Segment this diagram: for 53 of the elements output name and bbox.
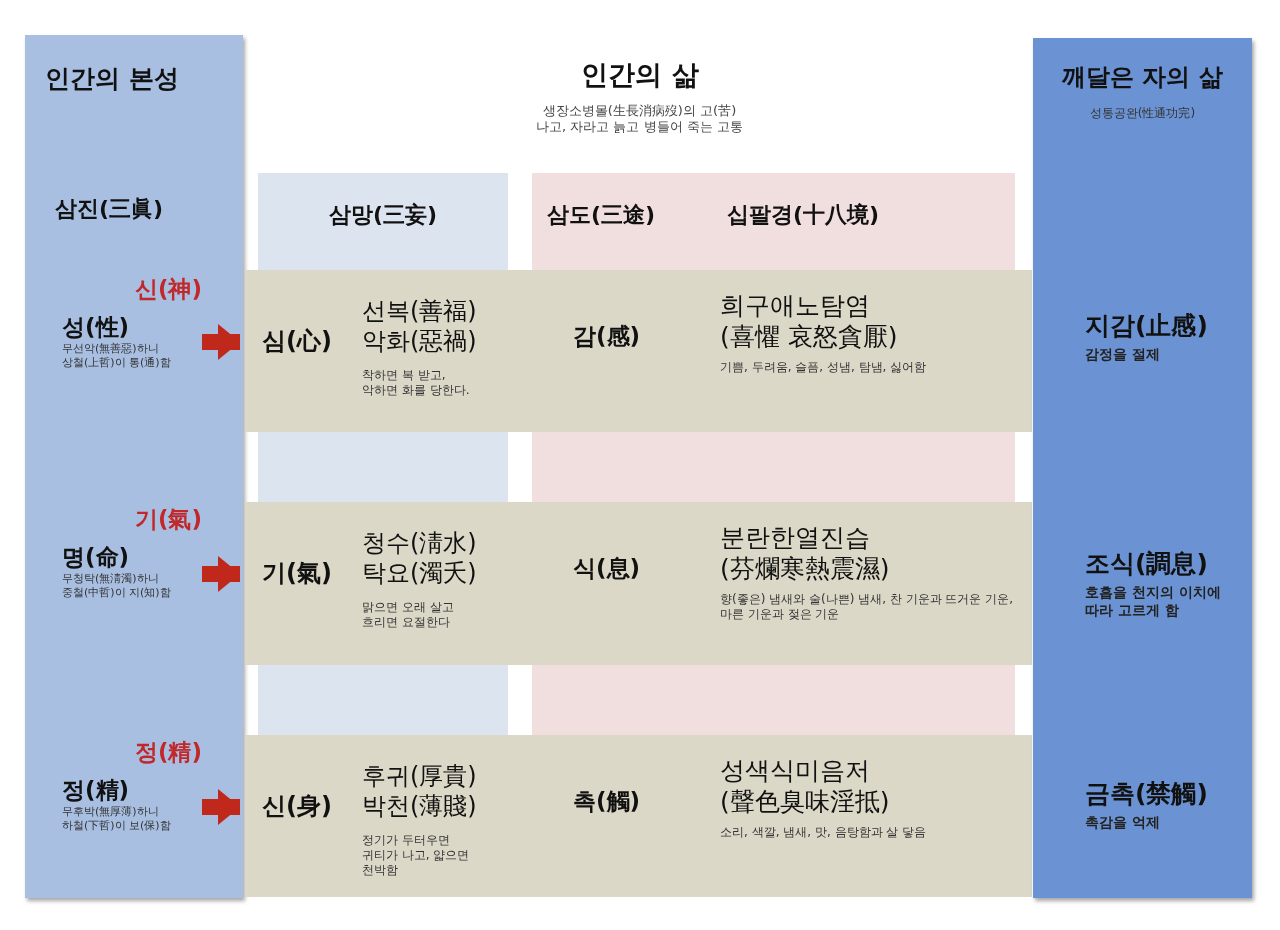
explanation-text: 무청탁(無淸濁)하니 중철(中哲)이 지(知)함 — [62, 572, 172, 600]
explanation-text: 호흡을 천지의 이치에 따라 고르게 함 — [1085, 584, 1222, 619]
energy-label: 신(神) — [133, 275, 202, 304]
hanja-term: 청수(淸水) 탁요(濁夭) — [362, 528, 478, 588]
column-band — [258, 432, 508, 502]
column-subheading: 삼망(三妄) — [327, 201, 439, 229]
explanation-text: 향(좋은) 냄새와 술(나쁜) 냄새, 찬 기운과 뜨거운 기운, 마른 기운과 젖은 기운 — [720, 592, 1015, 622]
explanation-text: 무선악(無善惡)하니 상철(上哲)이 통(通)함 — [62, 342, 172, 370]
hanja-term: 희구애노탐염 (喜懼 哀怒貪厭) — [720, 290, 899, 353]
column-subheading: 성통공완(性通功完) — [1088, 106, 1197, 121]
term-label: 감(感) — [573, 322, 642, 351]
term-label: 식(息) — [573, 554, 642, 583]
explanation-text: 정기가 두터우면 귀티가 나고, 얇으면 천박함 — [362, 833, 471, 878]
column-band — [258, 173, 508, 270]
explanation-text: 감정을 절제 — [1085, 346, 1161, 364]
explanation-text: 촉감을 억제 — [1085, 814, 1161, 832]
hanja-term: 분란한열진습 (芬爛寒熱震濕) — [720, 522, 891, 585]
column-heading: 인간의 본성 — [45, 63, 180, 95]
term-label: 금촉(禁觸) — [1085, 778, 1209, 810]
term-label: 지감(止感) — [1085, 310, 1209, 342]
term-label: 명(命) — [62, 543, 131, 572]
term-label: 기(氣) — [262, 558, 333, 588]
column-heading: 깨달은 자의 삶 — [1061, 62, 1224, 92]
row-band — [245, 502, 1032, 665]
row-band — [245, 735, 1032, 897]
term-label: 촉(觸) — [573, 787, 642, 816]
column-band — [532, 432, 1015, 502]
hanja-term: 성색식미음저 (聲色臭味淫抵) — [720, 755, 891, 818]
section-heading: 인간의 삶 — [580, 58, 700, 92]
term-label: 신(身) — [262, 791, 333, 821]
energy-label: 기(氣) — [133, 505, 202, 534]
explanation-text: 착하면 복 받고, 악하면 화를 당한다. — [362, 368, 471, 398]
explanation-text: 소리, 색깔, 냄새, 맛, 음탕함과 살 닿음 — [720, 825, 928, 840]
column-band — [532, 173, 1015, 270]
explanation-text: 무후박(無厚薄)하니 하철(下哲)이 보(保)함 — [62, 805, 172, 833]
explanation-text: 기쁨, 두려움, 슬픔, 성냄, 탐냄, 싫어함 — [720, 360, 928, 375]
column-band — [258, 665, 508, 735]
hanja-term: 선복(善福) 악화(惡禍) — [362, 296, 478, 356]
subheading-text: 생장소병몰(生長消病歿)의 고(苦) 나고, 자라고 늙고 병들어 죽는 고통 — [535, 103, 744, 136]
term-label: 심(心) — [262, 326, 333, 356]
term-label: 성(性) — [62, 313, 131, 342]
column-panel — [25, 35, 243, 898]
explanation-text: 맑으면 오래 살고 흐리면 요절한다 — [362, 600, 455, 630]
row-band — [245, 270, 1032, 432]
hanja-term: 후귀(厚貴) 박천(薄賤) — [362, 761, 478, 821]
energy-label: 정(精) — [133, 738, 202, 767]
column-subheading: 삼진(三眞) — [55, 195, 165, 223]
column-subheading: 십팔경(十八境) — [727, 201, 881, 229]
column-panel — [1033, 38, 1252, 898]
column-band — [532, 665, 1015, 735]
term-label: 정(精) — [62, 776, 131, 805]
column-subheading: 삼도(三途) — [547, 201, 657, 229]
term-label: 조식(調息) — [1085, 548, 1209, 580]
